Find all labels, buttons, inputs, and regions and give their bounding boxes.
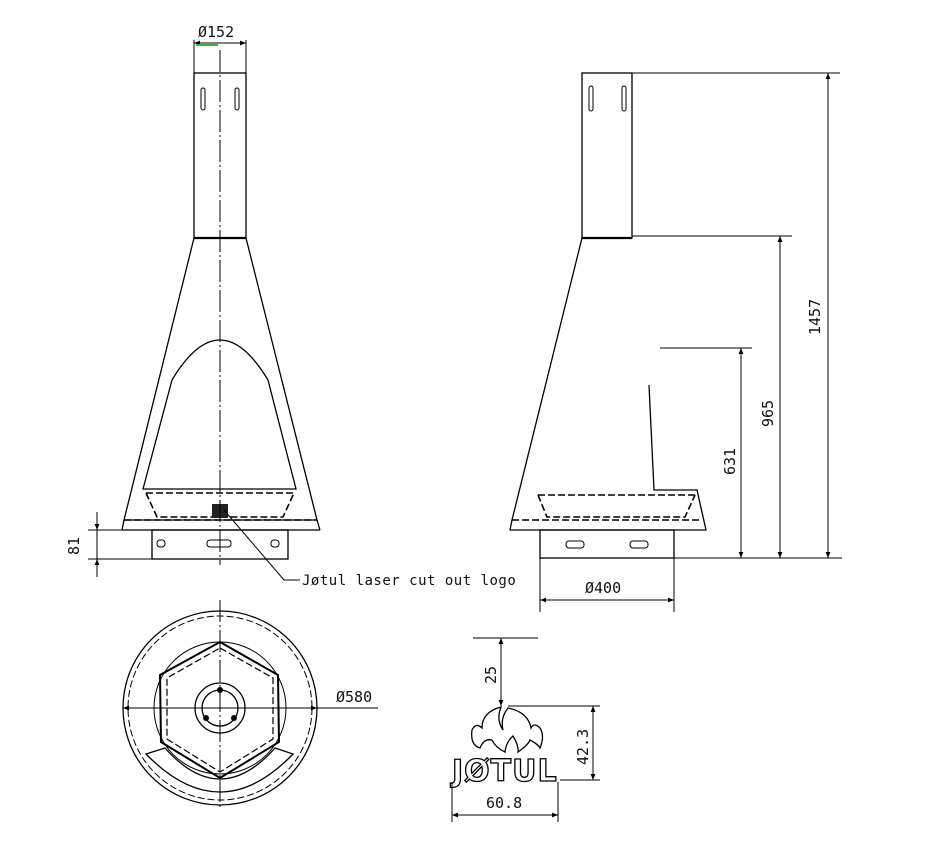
plate-diameter-label: Ø580 <box>336 688 372 706</box>
fire-opening <box>142 339 297 490</box>
base-height-label: 81 <box>65 537 83 555</box>
side-body <box>509 237 707 531</box>
side-view: 1457 965 631 Ø400 <box>509 72 842 612</box>
logo-callout: Jøtul laser cut out logo <box>302 573 516 589</box>
logo-text: JØTUL <box>450 754 558 789</box>
top-view: Ø580 <box>122 600 378 808</box>
flue-diameter-label: Ø152 <box>198 23 234 41</box>
side-base <box>539 529 675 559</box>
logo-detail: 25 JØTUL 42.3 60.8 <box>449 637 600 822</box>
logo-width-label: 60.8 <box>486 794 522 812</box>
total-height-label: 1457 <box>806 299 824 335</box>
logo-height-label: 42.3 <box>574 729 592 765</box>
base-diameter-label: Ø400 <box>585 579 621 597</box>
opening-height-label: 631 <box>721 448 739 475</box>
hexagon-body <box>158 640 281 780</box>
cone-height-label: 965 <box>759 400 777 427</box>
front-view: Ø152 81 Jøtul laser cut out logo <box>65 23 516 589</box>
flame-icon <box>471 706 544 754</box>
front-opening <box>144 747 295 793</box>
logo-offset-label: 25 <box>482 666 500 684</box>
